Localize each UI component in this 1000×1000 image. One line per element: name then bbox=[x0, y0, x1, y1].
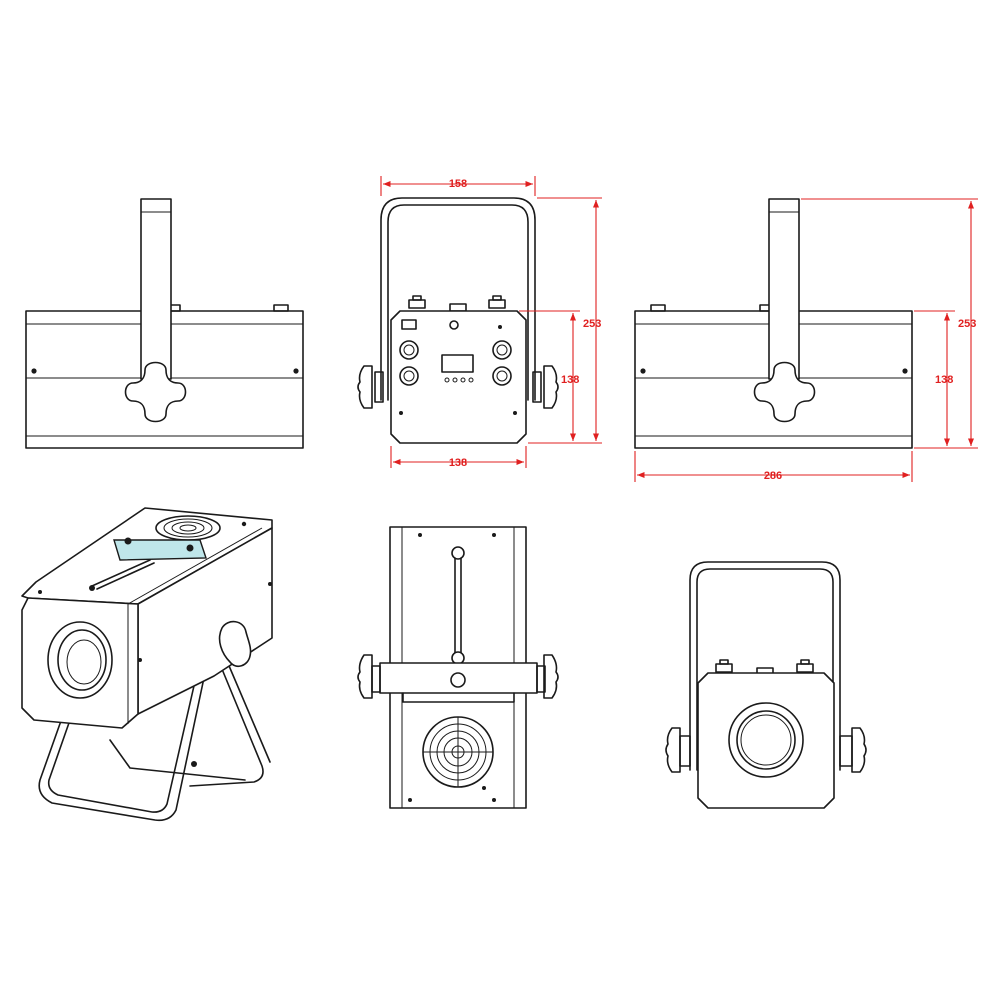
dim-side-height-body: 138 bbox=[935, 374, 953, 386]
dim-front-height-body: 138 bbox=[561, 374, 579, 386]
top-view bbox=[357, 526, 559, 809]
dim-front-height-total: 253 bbox=[583, 318, 601, 330]
knob-icon bbox=[124, 361, 187, 423]
front-lens-view bbox=[665, 561, 867, 809]
dim-side-length: 286 bbox=[764, 470, 782, 482]
knob-icon bbox=[753, 361, 816, 423]
isometric-view bbox=[21, 507, 273, 822]
dim-front-body-width: 138 bbox=[449, 457, 467, 469]
knob-icon bbox=[218, 620, 252, 668]
side-view-left bbox=[25, 198, 304, 449]
rear-panel-view: 158 138 253 138 bbox=[357, 176, 602, 469]
dim-front-width: 158 bbox=[449, 178, 467, 190]
side-view-right: 253 138 286 bbox=[634, 198, 978, 482]
dim-side-height-total: 253 bbox=[958, 318, 976, 330]
